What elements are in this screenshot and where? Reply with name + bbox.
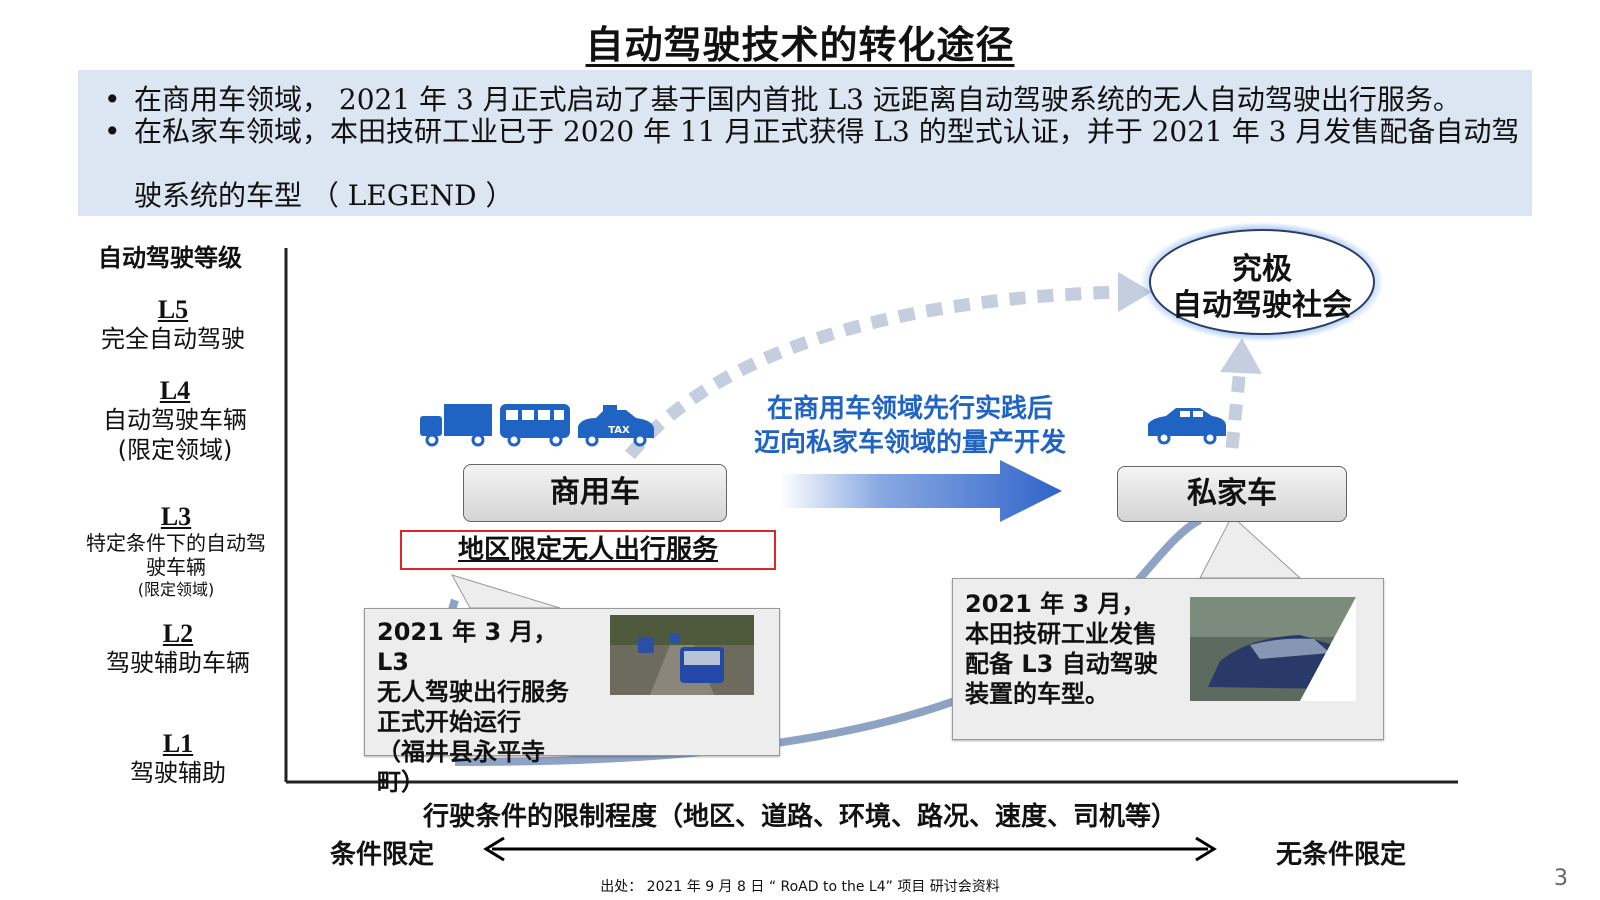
legend-car-photo [1190,597,1356,701]
x-axis-left-label: 条件限定 [330,840,435,870]
service-vehicle-photo [610,615,754,695]
callout-right-pointer [1199,515,1302,579]
x-axis-right-label: 无条件限定 [1276,840,1407,870]
dashed-private-arrowhead [1220,338,1262,374]
page-number: 3 [1554,866,1568,891]
double-arrow-left-head [483,836,505,862]
truck-icon [420,404,492,447]
callout-left: 2021 年 3 月， L3 无人驾驶出行服务 正式开始运行 （福井县永平寺 町… [364,608,780,796]
summary-box: • 在商用车领域， 2021 年 3 月正式启动了基于国内首批 L3 远距离自动… [78,70,1532,216]
callout-left-pointer [450,574,561,609]
level-l3: L3 特定条件下的自动驾 驶车辆 (限定领域) [86,502,266,600]
callout-right-text: 2021 年 3 月， 本田技研工业发售 配备 L3 自动驾驶 装置的车型。 [965,590,1158,708]
dashed-arc-arrowhead [1118,272,1152,312]
source-footnote: 出处： 2021 年 9 月 8 日 “ RoAD to the L4” 项目 … [600,879,1000,895]
service-vehicle-photo-graphic [610,615,754,695]
callout-left-text: 2021 年 3 月， L3 无人驾驶出行服务 正式开始运行 （福井县永平寺 町… [377,618,569,796]
ultimate-ellipse [1149,229,1375,335]
transition-text: 在商用车领域先行实践后 迈向私家车领域的量产开发 [753,394,1066,458]
double-arrow-right-head [1195,836,1217,862]
level-l5: L5 完全自动驾驶 [101,295,245,354]
x-axis-title: 行驶条件的限制程度（地区、道路、环境、路况、速度、司机等） [422,802,1177,832]
bus-icon [500,404,570,447]
callout-right: 2021 年 3 月， 本田技研工业发售 配备 L3 自动驾驶 装置的车型。 [952,578,1384,740]
page-title: 自动驾驶技术的转化途径 [585,23,1015,67]
taxi-text: TAX [608,425,630,436]
dashed-arc-commercial [624,285,1121,460]
dashed-arc-private [1225,367,1247,449]
taxi-icon [578,405,654,447]
level-l1: L1 驾驶辅助 [130,729,226,788]
legend-car-photo-graphic [1190,597,1356,701]
private-vehicle-box: 私家车 [1117,466,1347,522]
level-l4: L4 自动驾驶车辆 (限定领域) [103,376,247,465]
transition-arrow [780,460,1062,522]
levels-heading: 自动驾驶等级 [98,244,242,272]
private-car-icon [1148,408,1226,445]
commercial-vehicle-box: 商用车 [463,464,727,522]
level-l2: L2 驾驶辅助车辆 [106,619,250,678]
regional-service-box: 地区限定无人出行服务 [400,530,776,570]
ultimate-society-label: 究极 自动驾驶社会 [1172,252,1352,323]
